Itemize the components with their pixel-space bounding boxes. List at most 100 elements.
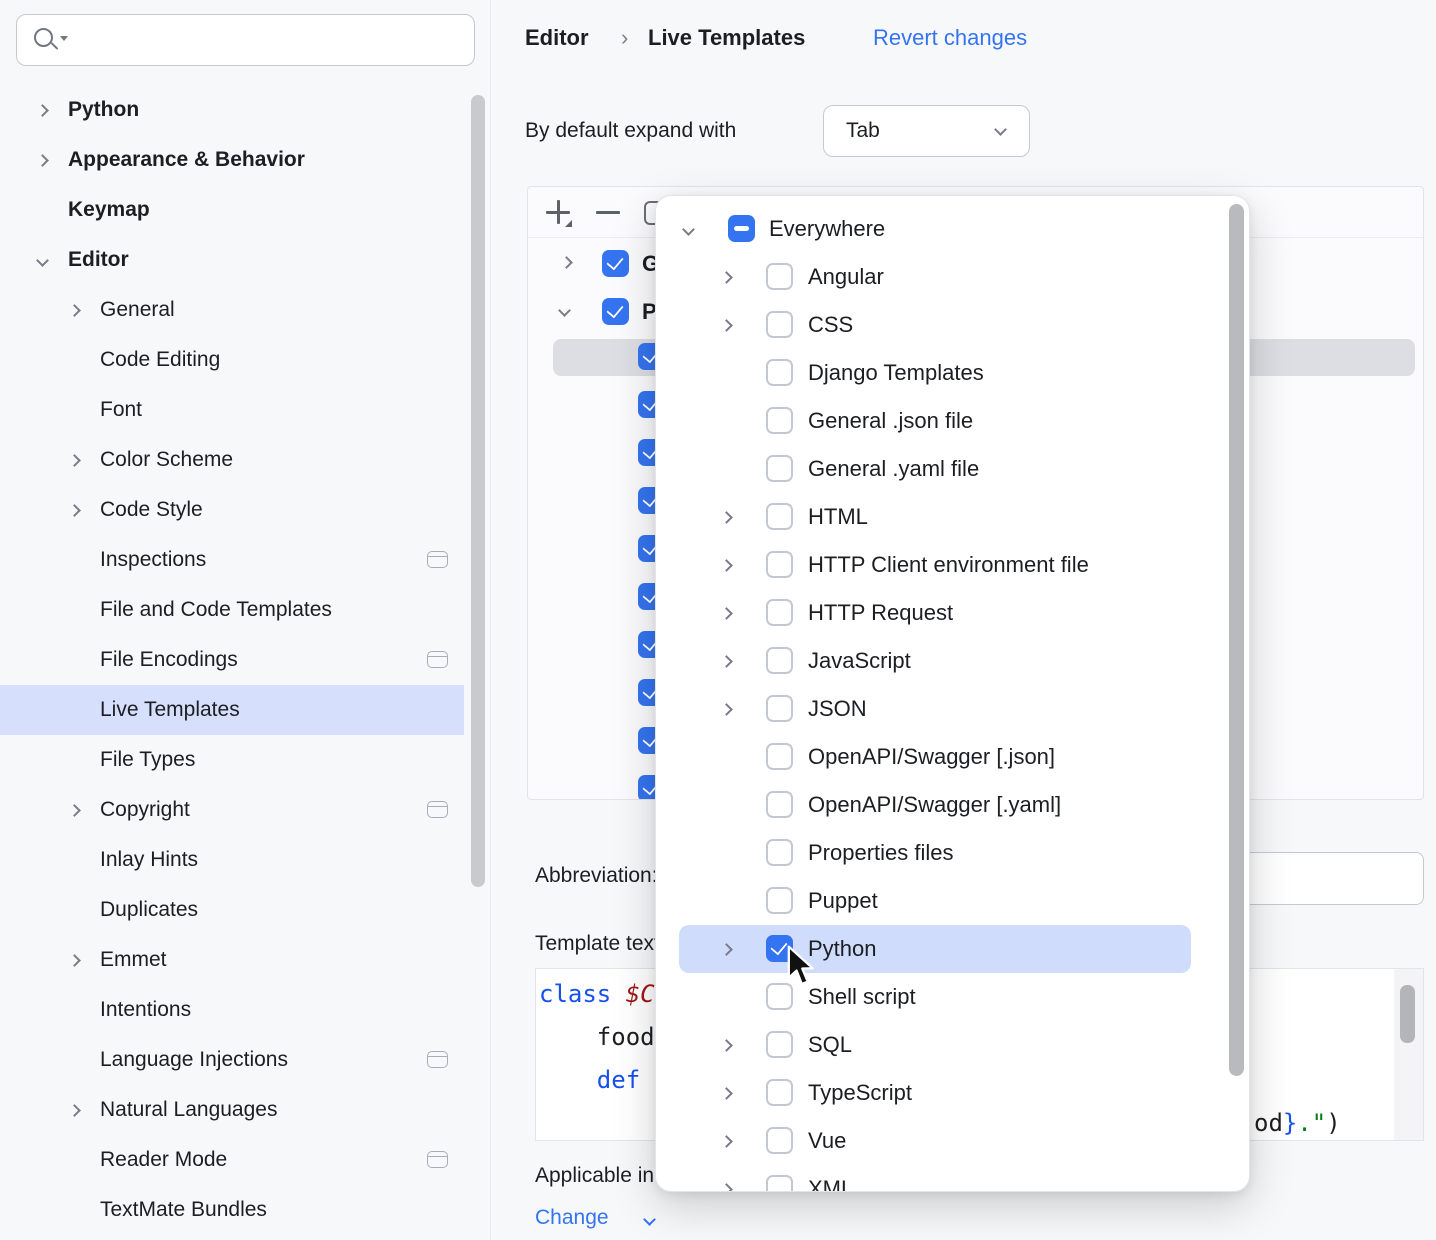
sidebar-item-general[interactable]: General xyxy=(0,285,464,335)
context-item-general-yaml-file[interactable]: General .yaml file xyxy=(656,445,1249,493)
checkbox-unchecked[interactable] xyxy=(766,551,793,578)
sidebar-item-duplicates[interactable]: Duplicates xyxy=(100,898,199,921)
checkbox-unchecked[interactable] xyxy=(766,503,793,530)
chevron-right-icon[interactable] xyxy=(720,655,733,668)
context-item-xml[interactable]: XML xyxy=(656,1165,1249,1191)
checkbox-unchecked[interactable] xyxy=(766,839,793,866)
checkbox-unchecked[interactable] xyxy=(766,311,793,338)
chevron-right-icon[interactable] xyxy=(720,1183,733,1191)
checkbox-indeterminate[interactable] xyxy=(728,215,755,242)
context-item-openapi-swagger-yaml[interactable]: OpenAPI/Swagger [.yaml] xyxy=(656,781,1249,829)
group-checkbox-checked[interactable] xyxy=(602,298,629,325)
sidebar-item-python[interactable]: Python xyxy=(0,85,464,135)
context-item-javascript[interactable]: JavaScript xyxy=(656,637,1249,685)
chevron-down-icon[interactable] xyxy=(643,1213,656,1226)
search-input[interactable] xyxy=(16,14,475,66)
checkbox-unchecked[interactable] xyxy=(766,1031,793,1058)
chevron-down-icon[interactable] xyxy=(682,223,695,236)
chevron-right-icon[interactable] xyxy=(720,319,733,332)
checkbox-unchecked[interactable] xyxy=(766,695,793,722)
sidebar-scrollbar[interactable] xyxy=(471,95,485,887)
context-item-html[interactable]: HTML xyxy=(656,493,1249,541)
sidebar-item-editor[interactable]: Editor xyxy=(0,235,464,285)
sidebar-item-code-style[interactable]: Code Style xyxy=(0,485,464,535)
remove-template-button[interactable] xyxy=(596,211,620,214)
sidebar-item-code-editing[interactable]: Code Editing xyxy=(100,348,221,371)
context-item-properties-files[interactable]: Properties files xyxy=(656,829,1249,877)
change-context-link[interactable]: Change xyxy=(535,1206,609,1229)
chevron-right-icon[interactable] xyxy=(68,504,81,517)
checkbox-unchecked[interactable] xyxy=(766,359,793,386)
context-item-everywhere[interactable]: Everywhere xyxy=(656,205,1249,253)
chevron-right-icon[interactable] xyxy=(36,154,49,167)
sidebar-item-inspections[interactable]: Inspections xyxy=(0,535,464,585)
context-item-typescript[interactable]: TypeScript xyxy=(656,1069,1249,1117)
template-group-label[interactable]: G xyxy=(642,251,660,276)
context-item-css[interactable]: CSS xyxy=(656,301,1249,349)
context-item-angular[interactable]: Angular xyxy=(656,253,1249,301)
chevron-right-icon[interactable] xyxy=(720,703,733,716)
checkbox-unchecked[interactable] xyxy=(766,407,793,434)
group-checkbox-checked[interactable] xyxy=(602,250,629,277)
checkbox-unchecked[interactable] xyxy=(766,647,793,674)
checkbox-unchecked[interactable] xyxy=(766,791,793,818)
context-item-sql[interactable]: SQL xyxy=(656,1021,1249,1069)
chevron-down-icon[interactable] xyxy=(36,254,49,267)
chevron-right-icon[interactable] xyxy=(720,1135,733,1148)
chevron-right-icon[interactable] xyxy=(36,104,49,117)
add-template-button[interactable] xyxy=(546,200,570,224)
sidebar-item-natural-languages[interactable]: Natural Languages xyxy=(0,1085,464,1135)
context-item-puppet[interactable]: Puppet xyxy=(656,877,1249,925)
checkbox-unchecked[interactable] xyxy=(766,887,793,914)
checkbox-unchecked[interactable] xyxy=(766,743,793,770)
chevron-right-icon[interactable] xyxy=(68,804,81,817)
sidebar-item-file-types[interactable]: File Types xyxy=(100,748,196,771)
chevron-right-icon[interactable] xyxy=(720,607,733,620)
context-item-openapi-swagger-json[interactable]: OpenAPI/Swagger [.json] xyxy=(656,733,1249,781)
context-item-http-client-env-file[interactable]: HTTP Client environment file xyxy=(656,541,1249,589)
sidebar-item-copyright[interactable]: Copyright xyxy=(0,785,464,835)
breadcrumb-editor[interactable]: Editor xyxy=(525,25,589,50)
context-item-python[interactable]: Python xyxy=(656,925,1249,973)
chevron-right-icon[interactable] xyxy=(720,1039,733,1052)
sidebar-item-reader-mode[interactable]: Reader Mode xyxy=(0,1135,464,1185)
sidebar-item-emmet[interactable]: Emmet xyxy=(0,935,464,985)
context-item-json[interactable]: JSON xyxy=(656,685,1249,733)
chevron-right-icon[interactable] xyxy=(720,1087,733,1100)
sidebar-item-live-templates[interactable]: Live Templates xyxy=(0,685,464,735)
chevron-right-icon[interactable] xyxy=(68,954,81,967)
sidebar-item-font[interactable]: Font xyxy=(100,398,143,421)
sidebar-item-file-and-code-templates[interactable]: File and Code Templates xyxy=(100,598,332,621)
chevron-right-icon[interactable] xyxy=(68,1104,81,1117)
checkbox-unchecked[interactable] xyxy=(766,263,793,290)
code-scrollbar-thumb[interactable] xyxy=(1400,985,1415,1043)
chevron-right-icon[interactable] xyxy=(560,256,573,269)
chevron-down-icon[interactable] xyxy=(558,304,571,317)
context-item-shell-script[interactable]: Shell script xyxy=(656,973,1249,1021)
checkbox-unchecked[interactable] xyxy=(766,599,793,626)
expand-with-select[interactable]: Tab xyxy=(823,105,1030,157)
sidebar-item-language-injections[interactable]: Language Injections xyxy=(0,1035,464,1085)
sidebar-item-textmate-bundles[interactable]: TextMate Bundles xyxy=(100,1198,267,1221)
search-history-caret-icon[interactable] xyxy=(60,36,68,41)
checkbox-unchecked[interactable] xyxy=(766,1127,793,1154)
chevron-right-icon[interactable] xyxy=(720,559,733,572)
revert-changes-link[interactable]: Revert changes xyxy=(873,25,1028,50)
chevron-right-icon[interactable] xyxy=(720,511,733,524)
checkbox-checked[interactable] xyxy=(766,935,793,962)
checkbox-unchecked[interactable] xyxy=(766,983,793,1010)
sidebar-item-keymap[interactable]: Keymap xyxy=(68,198,150,221)
context-item-http-request[interactable]: HTTP Request xyxy=(656,589,1249,637)
chevron-right-icon[interactable] xyxy=(68,304,81,317)
sidebar-item-inlay-hints[interactable]: Inlay Hints xyxy=(100,848,199,871)
checkbox-unchecked[interactable] xyxy=(766,1175,793,1191)
sidebar-item-intentions[interactable]: Intentions xyxy=(100,998,192,1021)
sidebar-item-color-scheme[interactable]: Color Scheme xyxy=(0,435,464,485)
template-group-label[interactable]: P xyxy=(642,299,657,324)
checkbox-unchecked[interactable] xyxy=(766,455,793,482)
context-item-django-templates[interactable]: Django Templates xyxy=(656,349,1249,397)
chevron-right-icon[interactable] xyxy=(68,454,81,467)
sidebar-item-appearance-behavior[interactable]: Appearance & Behavior xyxy=(0,135,464,185)
chevron-right-icon[interactable] xyxy=(720,271,733,284)
context-item-vue[interactable]: Vue xyxy=(656,1117,1249,1165)
